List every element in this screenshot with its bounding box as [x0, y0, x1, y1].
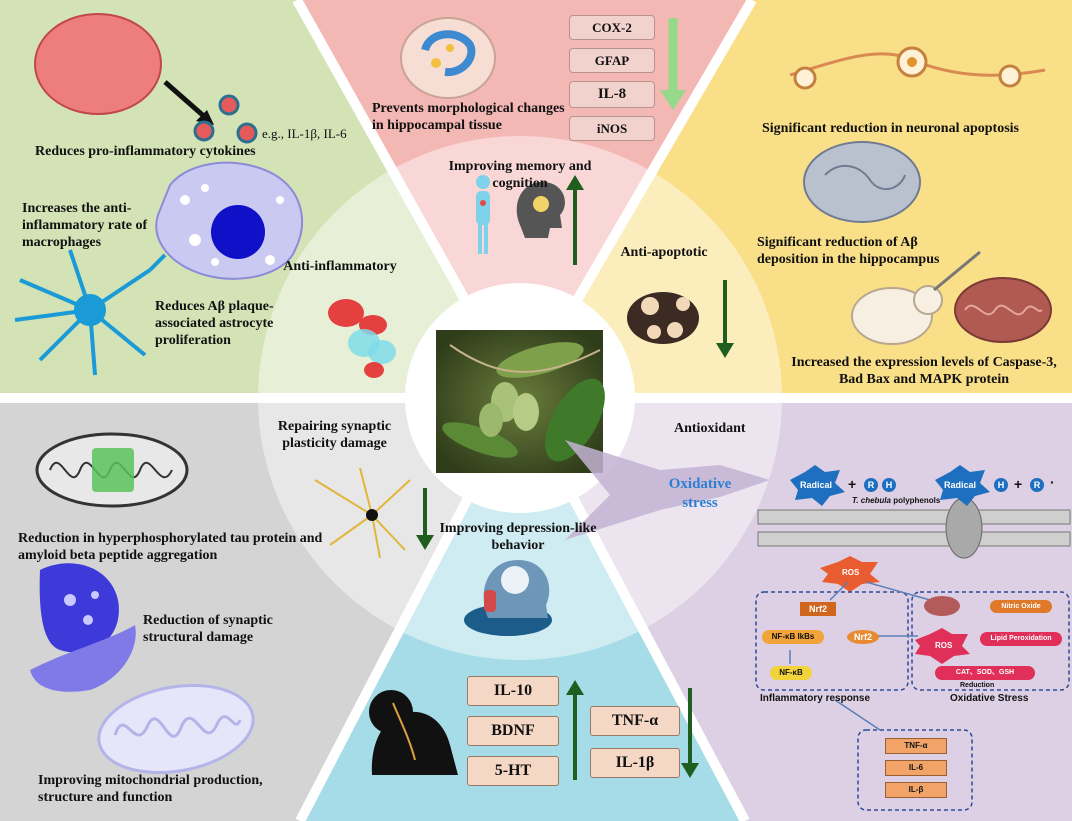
mouse-icon — [851, 250, 981, 345]
ros-label-1: ROS — [842, 568, 860, 577]
ros-label-2: ROS — [935, 641, 953, 650]
macrophage-icon — [155, 161, 304, 280]
radical-icon — [790, 465, 990, 506]
oxidative-stress-frame — [911, 591, 1070, 691]
neuronal-text: Significant reduction in neuronal apopto… — [762, 121, 1019, 136]
label-anti-inflammatory: Anti-inflammatory — [283, 259, 397, 274]
mito-text: Improving mitochondrial production, stru… — [38, 773, 263, 805]
inflammatory-response-label: Inflammatory response — [760, 693, 871, 704]
human-body-icon — [476, 175, 490, 254]
marker-il10: IL-10 — [467, 676, 559, 706]
synapse-icon — [30, 563, 136, 692]
lipid-peroxidation: Lipid Peroxidation — [980, 632, 1062, 646]
abeta-text: Significant reduction of Aβ deposition i… — [757, 235, 940, 267]
head-bulb-icon — [516, 181, 565, 238]
down-arrow-icon — [681, 688, 699, 778]
star-burst-icon — [565, 440, 770, 540]
species-name: T. chebula — [852, 496, 891, 505]
mitochondria-icon — [97, 683, 255, 775]
mitochondria-icon — [954, 277, 1052, 343]
cytokine-ilb: IL-β — [885, 782, 947, 798]
label-memory: Improving memory and cognition — [448, 159, 592, 191]
nfkb: NF-κB — [770, 666, 812, 680]
cell-icon — [34, 13, 162, 115]
brain-icon — [400, 17, 496, 99]
oxidative-stress-text: Oxidative stress — [668, 476, 732, 511]
up-arrow-icon — [566, 680, 584, 780]
mitochondria-icon — [924, 596, 960, 616]
radical-label-1: Radical — [800, 480, 833, 490]
cytokines-text: Reduces pro-inflammatory cytokines — [35, 144, 256, 159]
membrane-icon — [757, 497, 1071, 559]
label-depression: Improving depression-like behavior — [439, 521, 597, 553]
reduction-label: Reduction — [960, 682, 995, 689]
ros-icon — [820, 556, 970, 664]
macrophages-text: Increases the anti-inflammatory rate of … — [22, 201, 148, 250]
cytokine-icon — [193, 94, 258, 144]
caspase-text: Increased the expression levels of Caspa… — [791, 355, 1057, 387]
oxidative-stress-label: Oxidative Stress — [950, 693, 1029, 704]
radical-label-2: Radical — [944, 480, 977, 490]
mitochondria-icon — [35, 432, 189, 508]
polyphenols-label: polyphenols — [890, 496, 941, 505]
enzymes: CAT、SOD、GSH — [935, 666, 1035, 680]
marker-gfap: GFAP — [569, 48, 655, 73]
plus-sign-2: + — [1014, 476, 1023, 492]
neuron-icon — [314, 467, 411, 559]
cytokines-example: e.g., IL-1β, IL-6 — [262, 126, 347, 141]
blood-cells-icon — [328, 299, 396, 378]
inflammatory-response-frame — [755, 591, 909, 691]
astrocyte-text: Reduces Aβ plaque-associated astrocyte p… — [155, 299, 274, 348]
brain-icon — [803, 141, 921, 223]
h-atom-2: H — [994, 478, 1008, 492]
sad-person-icon — [369, 690, 458, 775]
structural-text: Reduction of synaptic structural damage — [143, 613, 273, 645]
terminalia-photo — [436, 330, 605, 473]
label-anti-apoptotic: Anti-apoptotic — [620, 245, 708, 260]
head-silhouette-icon — [464, 560, 552, 636]
apoptotic-cells-icon — [627, 292, 699, 344]
down-arrow-icon — [716, 280, 734, 358]
label-synaptic: Repairing synaptic plasticity damage — [277, 419, 392, 451]
neuron-icon — [789, 46, 1046, 90]
down-arrow-icon — [660, 18, 686, 110]
cytokine-il6: IL-6 — [885, 760, 947, 776]
plus-sign: + — [848, 476, 857, 492]
marker-inos: iNOS — [569, 116, 655, 141]
tau-text: Reduction in hyperphosphorylated tau pro… — [18, 531, 323, 563]
up-arrow-icon — [566, 175, 584, 265]
marker-tnfa: TNF-α — [590, 706, 680, 736]
marker-il1b: IL-1β — [590, 748, 680, 778]
marker-5ht: 5-HT — [467, 756, 559, 786]
nrf2-box: Nrf2 — [800, 602, 836, 616]
marker-il8: IL-8 — [569, 81, 655, 108]
nitric-oxide: Nitric Oxide — [990, 600, 1052, 613]
marker-cox2: COX-2 — [569, 15, 655, 40]
down-arrow-icon — [416, 488, 434, 550]
r-atom: R — [864, 478, 878, 492]
r-atom-2: R — [1030, 478, 1044, 492]
label-antioxidant: Antioxidant — [674, 421, 746, 436]
h-atom: H — [882, 478, 896, 492]
hippocampal-text: Prevents morphological changes in hippoc… — [372, 101, 565, 133]
cytokine-tnfa: TNF-α — [885, 738, 947, 754]
astrocyte-icon — [14, 249, 167, 376]
marker-bdnf: BDNF — [467, 716, 559, 746]
cytokine-frame — [857, 729, 973, 811]
nfkb-ikbs: NF-κB IkBs — [762, 630, 824, 644]
radical-dot: · — [1050, 474, 1055, 490]
nrf2-ellipse: Nrf2 — [847, 630, 879, 644]
